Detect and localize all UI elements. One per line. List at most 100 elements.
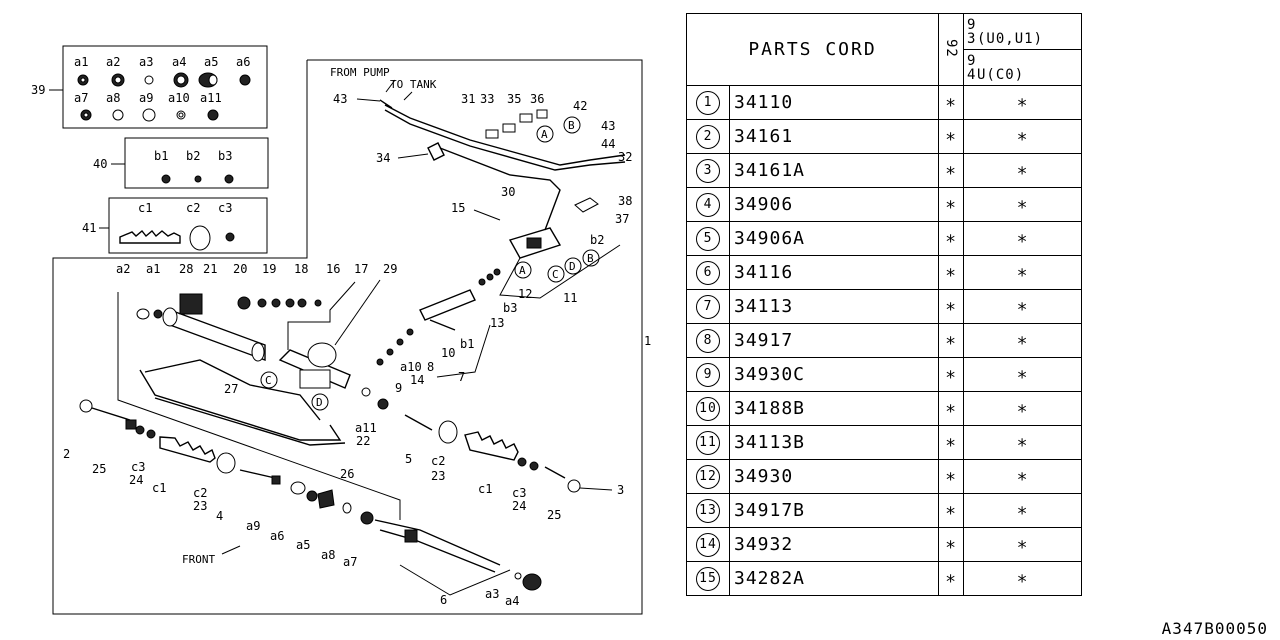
callout-14: 14 (410, 373, 424, 387)
label-a11: a11 (200, 91, 222, 105)
part-code: 34188B (729, 391, 939, 426)
part-code: 34930C (729, 357, 939, 392)
model-code-1: (U0,U1) (977, 30, 1044, 47)
callout-19: 19 (262, 262, 276, 276)
label-a3: a3 (139, 55, 153, 69)
model-2-mark: ∗ (963, 459, 1082, 494)
callout-8: 8 (427, 360, 434, 374)
callout-27: 27 (224, 382, 238, 396)
letter-b-valve: B (587, 252, 594, 265)
model-1-mark: ∗ (938, 561, 964, 596)
callout-2: 2 (63, 447, 70, 461)
callout-10: 10 (441, 346, 455, 360)
callout-1: 1 (644, 334, 651, 348)
model-1-mark: ∗ (938, 425, 964, 460)
callout-6: 6 (440, 593, 447, 607)
model-2-mark: ∗ (963, 561, 1082, 596)
model-2-mark: ∗ (963, 391, 1082, 426)
front-label: FRONT (182, 553, 215, 566)
label-a4: a4 (172, 55, 186, 69)
label-a4-main: a4 (505, 594, 519, 608)
callout-9: 9 (395, 381, 402, 395)
letter-b-top: B (568, 119, 575, 132)
label-c1-right: c1 (478, 482, 492, 496)
model-2-mark: ∗ (963, 221, 1082, 256)
label-c1-left: c1 (152, 481, 166, 495)
row-number: 10 (686, 391, 730, 426)
row-number: 3 (686, 153, 730, 188)
callout-20: 20 (233, 262, 247, 276)
callout-42: 42 (573, 99, 587, 113)
table-title: PARTS CORD (686, 13, 939, 86)
callout-25-left: 25 (92, 462, 106, 476)
model-1-mark: ∗ (938, 221, 964, 256)
small-seals (376, 268, 501, 366)
callout-17: 17 (354, 262, 368, 276)
label-b1: b1 (154, 149, 168, 163)
row-number: 7 (686, 289, 730, 324)
diagram-id: A347B00050 (1161, 619, 1268, 638)
callout-22: 22 (356, 434, 370, 448)
part-code: 34930 (729, 459, 939, 494)
model-2-mark: ∗ (963, 187, 1082, 222)
callout-43-left: 43 (333, 92, 347, 106)
row-number: 6 (686, 255, 730, 290)
kit-40-seals (161, 174, 234, 184)
label-c2-right: c2 (431, 454, 445, 468)
part-code: 34113B (729, 425, 939, 460)
model-2-mark: ∗ (963, 527, 1082, 562)
model-2-mark: ∗ (963, 153, 1082, 188)
row-number: 2 (686, 119, 730, 154)
label-a6-main: a6 (270, 529, 284, 543)
callout-36: 36 (530, 92, 544, 106)
model-1-mark: ∗ (938, 493, 964, 528)
model-header-1: 93(U0,U1) (963, 13, 1082, 50)
control-valve-assembly (419, 227, 562, 331)
callout-23-right: 23 (431, 469, 445, 483)
label-a2: a2 (106, 55, 120, 69)
model-2-mark: ∗ (963, 119, 1082, 154)
letter-c-valve: C (552, 268, 559, 281)
model-years-1: 93 (967, 16, 977, 47)
row-number-circle: 13 (696, 498, 720, 523)
model-2-mark: ∗ (963, 425, 1082, 460)
callout-40: 40 (93, 157, 107, 171)
label-a8: a8 (106, 91, 120, 105)
model-1-mark: ∗ (938, 357, 964, 392)
pipe-clamps (427, 109, 599, 213)
model-1-mark: ∗ (938, 255, 964, 290)
part-code: 34161 (729, 119, 939, 154)
row-number: 4 (686, 187, 730, 222)
gear-housing (162, 293, 351, 389)
callout-26: 26 (340, 467, 354, 481)
row-number: 12 (686, 459, 730, 494)
row-number: 5 (686, 221, 730, 256)
label-a10: a10 (168, 91, 190, 105)
label-c3: c3 (218, 201, 232, 215)
label-c1: c1 (138, 201, 152, 215)
row-number: 11 (686, 425, 730, 460)
callout-12: 12 (518, 287, 532, 301)
callout-21: 21 (203, 262, 217, 276)
label-a10-valve: a10 (400, 360, 422, 374)
callout-43-right: 43 (601, 119, 615, 133)
callout-38: 38 (618, 194, 632, 208)
callout-18: 18 (294, 262, 308, 276)
callout-24-left: 24 (129, 473, 143, 487)
label-c3-left: c3 (131, 460, 145, 474)
model-year-92: 92 (938, 13, 964, 86)
label-c3-right: c3 (512, 486, 526, 500)
callout-7: 7 (458, 370, 465, 384)
row-number: 14 (686, 527, 730, 562)
row-number-circle: 3 (696, 158, 720, 183)
label-b2-valve: b2 (590, 233, 604, 247)
model-1-mark: ∗ (938, 391, 964, 426)
left-tie-rod (79, 399, 281, 485)
kit-41-boot (119, 225, 235, 251)
